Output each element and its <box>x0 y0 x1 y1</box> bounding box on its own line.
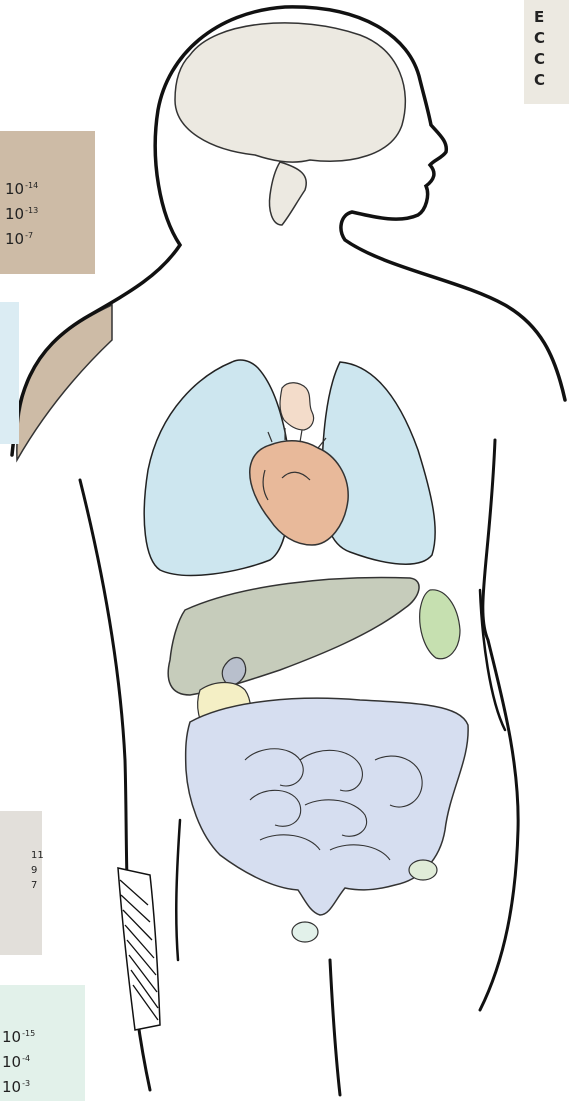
panel-gut: 10-15 10-4 10-3 <box>0 985 85 1101</box>
appendix-icon <box>409 860 437 880</box>
intestines-icon <box>186 698 469 915</box>
panel-skin-value: 10-14 <box>5 175 95 200</box>
panel-brain-line: C <box>534 49 569 70</box>
bladder-icon <box>292 922 318 942</box>
panel-muscle-line: 11 <box>0 848 42 863</box>
body-outline-hip <box>176 820 180 960</box>
panel-skin-value: 10-13 <box>5 200 95 225</box>
panel-muscle-line: 9 <box>0 863 42 878</box>
panel-lung <box>0 302 19 444</box>
spleen-icon <box>420 590 460 659</box>
panel-brain-line: C <box>534 28 569 49</box>
skin-icon <box>17 305 112 460</box>
body-outline-right-torso <box>480 440 518 1010</box>
panel-muscle: 11 9 7 <box>0 811 42 955</box>
panel-gut-value: 10-3 <box>2 1073 85 1098</box>
liver-icon <box>168 577 419 695</box>
panel-brain-line: E <box>534 7 569 28</box>
brain-icon <box>175 23 405 162</box>
lungs-icon <box>322 362 435 564</box>
trachea-icon <box>280 383 314 430</box>
brainstem-icon <box>270 162 307 225</box>
panel-gut-value: 10-4 <box>2 1048 85 1073</box>
panel-brain-line: C <box>534 70 569 91</box>
body-outline-inner-leg <box>330 960 340 1095</box>
panel-brain: E C C C <box>524 0 569 104</box>
muscle-icon <box>118 868 160 1030</box>
panel-muscle-line: 7 <box>0 878 42 893</box>
panel-skin-value: 10-7 <box>5 225 95 250</box>
panel-gut-value: 10-15 <box>2 1023 85 1048</box>
panel-skin: 10-14 10-13 10-7 <box>0 131 95 274</box>
